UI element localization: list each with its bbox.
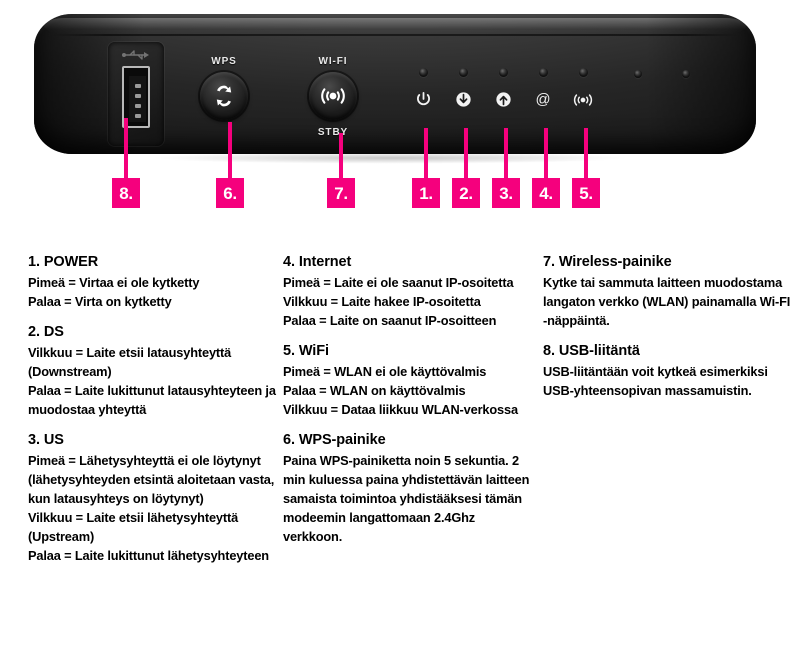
us-led [499,68,508,77]
legend-section-title: 6. WPS-painike [283,432,386,448]
callout-box-3: 3. [492,178,520,208]
legend-section: 8. USB-liitäntä USB-liitäntään voit kytk… [543,341,793,400]
legend-section-title: 1. POWER [28,254,99,270]
legend-section-title: 2. DS [28,324,64,340]
legend-section-body: Kytke tai sammuta laitteen muodostama la… [543,275,791,328]
callout-box-4: 4. [532,178,560,208]
usb-contact [135,94,141,98]
usb-symbol-icon [122,50,149,60]
legend-section-body: Pimeä = Laite ei ole saanut IP-osoitetta… [283,275,514,328]
legend-column-1: 1. POWER Pimeä = Virtaa ei ole kytketty … [28,252,276,565]
wifi-button-label: WI-FI [318,56,348,67]
router-body: WPS WI-FI STBY [34,14,756,154]
usb-contact [135,114,141,118]
callout-line-4 [544,128,548,178]
usb-port-cavity [129,76,146,122]
wps-button[interactable] [200,72,248,120]
legend-section: 7. Wireless-painike Kytke tai sammuta la… [543,252,793,330]
unlabeled-led-2 [682,70,690,78]
legend-section: 3. US Pimeä = Lähetysyhteyttä ei ole löy… [28,430,276,565]
wifi-signal-icon [321,88,345,104]
usb-port-recess [108,42,164,146]
wifi-led [579,68,588,77]
legend-section-body: Paina WPS-painiketta noin 5 sekuntia. 2 … [283,453,530,544]
wps-icon [216,85,232,107]
callout-box-2: 2. [452,178,480,208]
router-right-shading [646,14,756,154]
callout-line-6 [228,122,232,178]
legend: 1. POWER Pimeä = Virtaa ei ole kytketty … [0,252,810,647]
callout-box-6: 6. [216,178,244,208]
usb-port[interactable] [122,66,150,128]
legend-section-body: USB-liitäntään voit kytkeä esimerkiksi U… [543,364,768,398]
router-lid-seam [52,34,738,36]
legend-column-2: 4. Internet Pimeä = Laite ei ole saanut … [283,252,531,546]
callout-line-1 [424,128,428,178]
callout-line-8 [124,118,128,178]
upstream-arrow-icon [492,88,514,110]
legend-section-body: Pimeä = Virtaa ei ole kytketty Palaa = V… [28,275,200,309]
callout-box-1: 1. [412,178,440,208]
power-led [419,68,428,77]
callout-box-7: 7. [327,178,355,208]
standby-label: STBY [317,127,349,138]
router-top-highlight [44,18,746,34]
legend-section-body: Vilkkuu = Laite etsii latausyhteyttä (Do… [28,345,276,417]
legend-section: 2. DS Vilkkuu = Laite etsii latausyhteyt… [28,322,276,419]
unlabeled-led-1 [634,70,642,78]
at-sign-icon: @ [532,88,554,110]
downstream-arrow-icon [452,88,474,110]
wifi-button[interactable] [309,72,357,120]
legend-section: 6. WPS-painike Paina WPS-painiketta noin… [283,430,531,546]
callout-box-8: 8. [112,178,140,208]
legend-section: 5. WiFi Pimeä = WLAN ei ole käyttövalmis… [283,341,531,419]
power-icon [412,88,434,110]
usb-contact [135,104,141,108]
legend-section-title: 4. Internet [283,254,352,270]
callout-line-7 [339,133,343,178]
legend-section: 4. Internet Pimeä = Laite ei ole saanut … [283,252,531,330]
callout-line-2 [464,128,468,178]
legend-column-3: 7. Wireless-painike Kytke tai sammuta la… [543,252,793,400]
callout-box-5: 5. [572,178,600,208]
wifi-signal-icon [572,89,594,111]
legend-section-body: Pimeä = Lähetysyhteyttä ei ole löytynyt … [28,453,275,563]
legend-section-title: 5. WiFi [283,343,329,359]
callout-line-5 [584,128,588,178]
usb-contact [135,84,141,88]
internet-led [539,68,548,77]
legend-section: 1. POWER Pimeä = Virtaa ei ole kytketty … [28,252,276,311]
callout-line-3 [504,128,508,178]
legend-section-title: 3. US [28,432,64,448]
ds-led [459,68,468,77]
wps-button-label: WPS [211,56,237,67]
legend-section-body: Pimeä = WLAN ei ole käyttövalmis Palaa =… [283,364,518,417]
svg-text:@: @ [535,92,550,108]
router-drop-shadow [60,150,720,166]
legend-section-title: 7. Wireless-painike [543,254,672,270]
legend-section-title: 8. USB-liitäntä [543,343,640,359]
router-figure: WPS WI-FI STBY [0,0,810,240]
